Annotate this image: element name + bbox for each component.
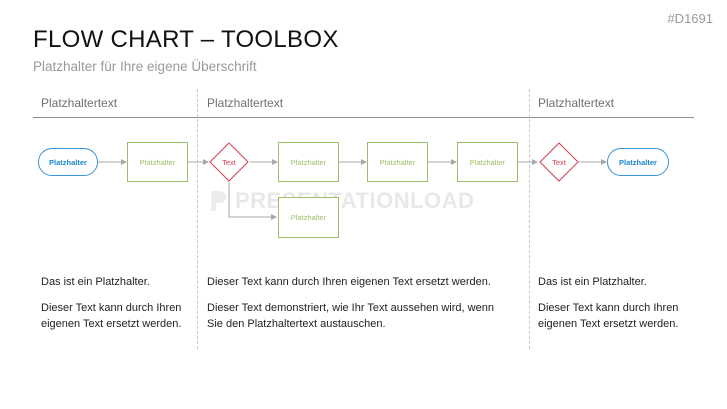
decision-label: Text [222, 157, 236, 167]
slide-subtitle: Platzhalter für Ihre eigene Überschrift [33, 59, 257, 74]
column-1-text: Das ist ein Platzhalter. Dieser Text kan… [41, 274, 191, 342]
slide-title: FLOW CHART – TOOLBOX [33, 26, 339, 53]
flow-decision-2: Text [539, 142, 579, 182]
flow-process-step-4: Platzhalter [457, 142, 518, 182]
watermark-text: PRESENTATIONLOAD [235, 188, 475, 213]
column-2-line-2: Dieser Text demonstriert, wie Ihr Text a… [207, 302, 494, 330]
flow-process-step-3: Platzhalter [367, 142, 428, 182]
column-2-text: Dieser Text kann durch Ihren eigenen Tex… [207, 274, 507, 342]
watermark-logo-icon [211, 191, 226, 211]
flow-process-branch: Platzhalter [278, 197, 339, 238]
column-3-line-2: Dieser Text kann durch Ihren eigenen Tex… [538, 302, 679, 330]
slide-code: #D1691 [667, 11, 713, 26]
column-header-2: Platzhaltertext [207, 96, 284, 110]
flow-decision-1: Text [209, 142, 249, 182]
column-divider-1 [197, 89, 198, 349]
column-3-text: Das ist ein Platzhalter. Dieser Text kan… [538, 274, 688, 342]
decision-diamond-shape [209, 142, 249, 182]
flow-start-terminal: Platzhalter [38, 148, 98, 176]
column-2-line-1: Dieser Text kann durch Ihren eigenen Tex… [207, 276, 491, 288]
flow-end-terminal: Platzhalter [607, 148, 669, 176]
decision-diamond-shape [539, 142, 579, 182]
column-header-3: Platzhaltertext [538, 96, 615, 110]
column-header-1: Platzhaltertext [41, 96, 118, 110]
header-divider [33, 117, 694, 118]
flow-process-step-1: Platzhalter [127, 142, 188, 182]
flow-process-step-2: Platzhalter [278, 142, 339, 182]
column-divider-2 [529, 89, 530, 349]
column-1-line-2: Dieser Text kann durch Ihren eigenen Tex… [41, 302, 182, 330]
decision-label: Text [552, 157, 566, 167]
column-1-line-1: Das ist ein Platzhalter. [41, 276, 150, 288]
column-3-line-1: Das ist ein Platzhalter. [538, 276, 647, 288]
